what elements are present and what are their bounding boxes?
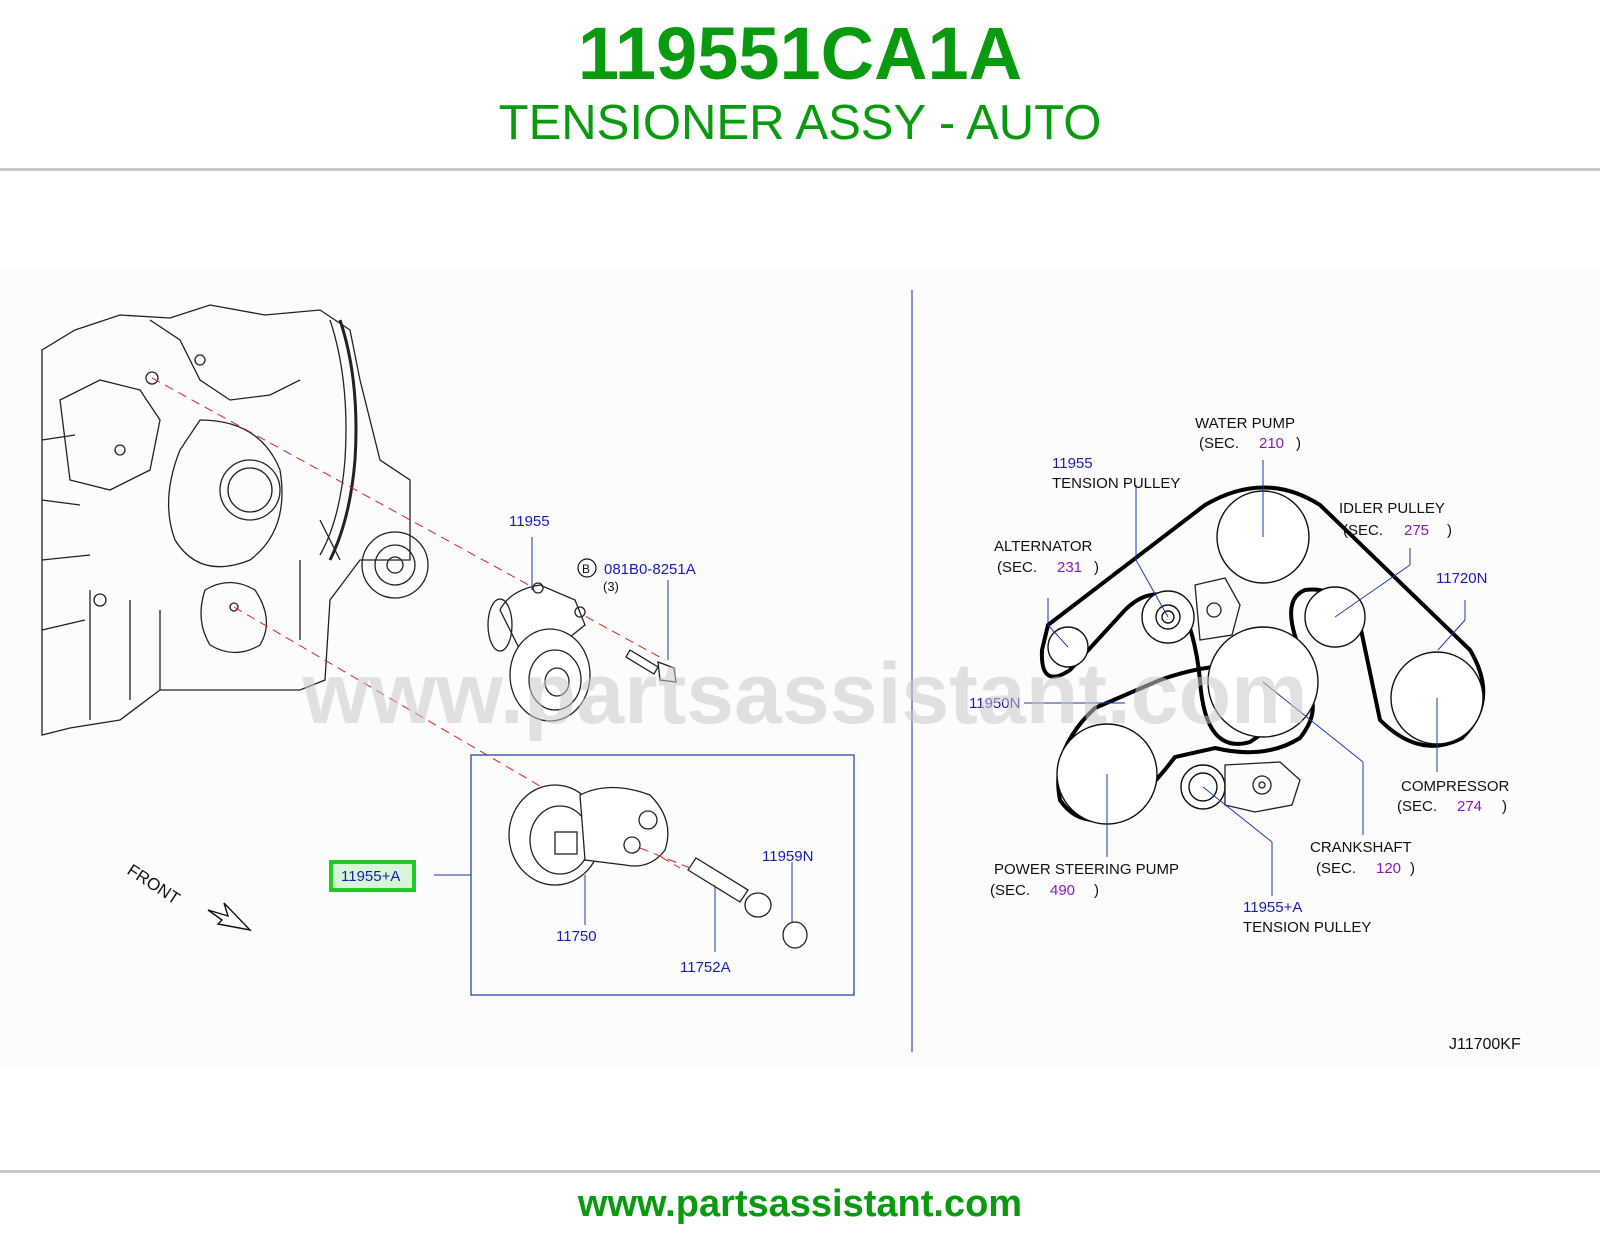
power-steering-sec-close: ) — [1094, 882, 1099, 899]
part-number: 119551CA1A — [577, 12, 1023, 95]
callout-11750[interactable]: 11750 — [556, 928, 597, 945]
tensioner-11955-drawing — [487, 582, 591, 722]
water-pump-sec-open: (SEC. — [1199, 435, 1239, 452]
compressor-label: COMPRESSOR — [1401, 778, 1510, 795]
power-steering-sec-num[interactable]: 490 — [1050, 882, 1075, 899]
alternator-sec-open: (SEC. — [997, 559, 1037, 576]
watermark: www.partsassistant.com — [301, 646, 1307, 742]
footer-site-link[interactable]: www.partsassistant.com — [577, 1183, 1023, 1225]
crankshaft-sec-close: ) — [1410, 860, 1415, 877]
power-steering-sec-open: (SEC. — [990, 882, 1030, 899]
tension-pulley-bottom-label: TENSION PULLEY — [1243, 919, 1371, 936]
part-name: TENSIONER ASSY - AUTO — [498, 96, 1102, 150]
diagram-svg: 11955 B 081B0-8251A (3) 11955+A 11750 11… — [41, 290, 1521, 1053]
footer-divider — [0, 1170, 1600, 1173]
callout-11955a-highlighted[interactable]: 11955+A — [341, 868, 400, 885]
water-pump-sec-num[interactable]: 210 — [1259, 435, 1284, 452]
bolt-081b0-drawing — [625, 649, 677, 683]
left-leader-lines — [531, 537, 793, 952]
callout-11959n[interactable]: 11959N — [762, 848, 813, 865]
projection-line-box — [639, 847, 691, 869]
bolt-marker-circle — [577, 558, 597, 578]
projection-line-lower — [233, 606, 681, 869]
alternator-sec-num[interactable]: 231 — [1057, 559, 1082, 576]
callout-11950n[interactable]: 11950N — [969, 695, 1020, 712]
front-label: FRONT — [124, 860, 183, 908]
compressor-sec-open: (SEC. — [1397, 798, 1437, 815]
alternator-sec-close: ) — [1094, 559, 1099, 576]
power-steering-label: POWER STEERING PUMP — [994, 861, 1179, 878]
idler-pulley-label: IDLER PULLEY — [1339, 500, 1445, 517]
bolt-quantity: (3) — [603, 579, 619, 594]
idler-pulley-sec-num[interactable]: 275 — [1404, 522, 1429, 539]
figure-id: J11700KF — [1449, 1036, 1521, 1053]
crankshaft-sec-open: (SEC. — [1316, 860, 1356, 877]
front-arrow-icon — [207, 902, 253, 932]
page-header: 119551CA1A TENSIONER ASSY - AUTO — [0, 0, 1600, 170]
header-divider — [0, 168, 1600, 171]
highlighted-part-box — [329, 860, 416, 892]
compressor-sec-close: ) — [1502, 798, 1507, 815]
parts-diagram: 11955 B 081B0-8251A (3) 11955+A 11750 11… — [0, 270, 1600, 1070]
water-pump-label: WATER PUMP — [1195, 415, 1295, 432]
crankshaft-label: CRANKSHAFT — [1310, 839, 1412, 856]
tension-pulley-bottom-code[interactable]: 11955+A — [1243, 899, 1302, 916]
bolt-marker: B — [582, 562, 590, 576]
callout-11752a[interactable]: 11752A — [680, 959, 731, 976]
tension-pulley-top-code[interactable]: 11955 — [1052, 455, 1093, 472]
right-leader-lines — [1024, 460, 1466, 896]
projection-line-upper — [151, 377, 666, 661]
tension-pulley-top-label: TENSION PULLEY — [1052, 475, 1180, 492]
idler-pulley-sec-open: (SEC. — [1343, 522, 1383, 539]
water-pump-sec-close: ) — [1296, 435, 1301, 452]
idler-pulley-sec-close: ) — [1447, 522, 1452, 539]
alternator-label: ALTERNATOR — [994, 538, 1093, 555]
compressor-sec-num[interactable]: 274 — [1457, 798, 1482, 815]
tensioner-assy-drawing — [508, 784, 808, 949]
callout-11955[interactable]: 11955 — [509, 513, 550, 530]
callout-11720n[interactable]: 11720N — [1436, 570, 1487, 587]
callout-bolt-081b0[interactable]: 081B0-8251A — [604, 561, 696, 578]
crankshaft-sec-num[interactable]: 120 — [1376, 860, 1401, 877]
engine-block-drawing — [41, 304, 429, 736]
